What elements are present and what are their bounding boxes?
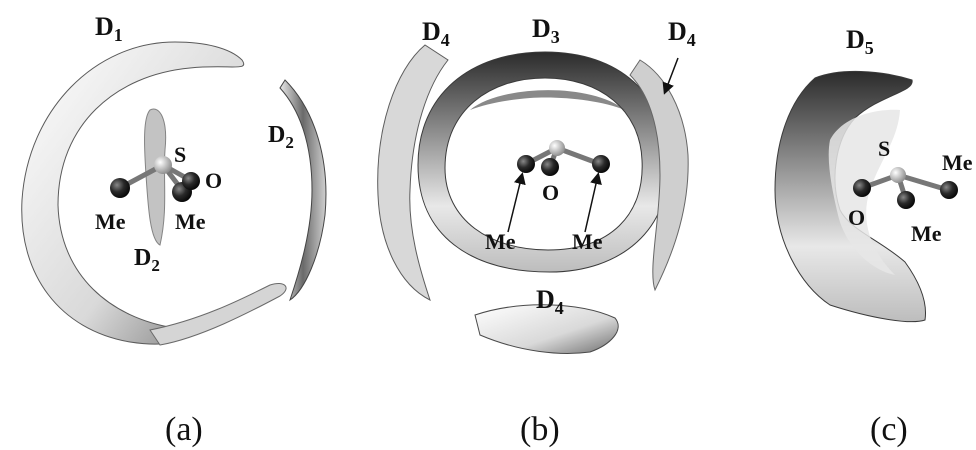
label-atom-me-c1: Me: [911, 221, 942, 246]
label-atom-me-b2: Me: [572, 229, 603, 254]
atom-s-c: [890, 167, 906, 183]
atom-o-c: [853, 179, 871, 197]
domain-d4-left-arc: [377, 44, 449, 301]
domain-d2-inner-fragment: [144, 108, 167, 246]
label-atom-s-a: S: [174, 142, 186, 167]
label-atom-me-b1: Me: [485, 229, 516, 254]
arrow-d4-right: [662, 57, 679, 95]
label-atom-me-a2: Me: [175, 209, 206, 234]
caption-a: (a): [165, 411, 203, 448]
molecule-dmso-a: [110, 156, 200, 202]
atom-me-c1: [897, 191, 915, 209]
label-d5: D5: [846, 25, 874, 58]
arrow-me-b1: [507, 172, 526, 233]
atom-s-a: [154, 156, 172, 174]
panel-b: D4 D3 D4 D4 S O Me Me (b): [377, 14, 696, 448]
atom-me-a1: [110, 178, 130, 198]
label-atom-s-c: S: [878, 136, 890, 161]
label-d3: D3: [532, 14, 560, 47]
label-atom-o-a: O: [205, 168, 222, 193]
domain-d3-inner-shading: [470, 90, 625, 110]
domain-d4-right-fragment: [629, 59, 689, 292]
panel-c: D5 S O Me Me (c): [774, 25, 973, 448]
label-d4-bottom: D4: [536, 285, 564, 318]
label-atom-me-c2: Me: [942, 150, 973, 175]
atom-s-b: [549, 140, 565, 156]
domain-d1-surface: [21, 41, 245, 345]
domain-d4-bottom-band: [474, 304, 619, 354]
atom-me-b2: [592, 155, 610, 173]
domain-d2-arc: [279, 79, 327, 302]
label-d4-right: D4: [668, 17, 696, 50]
molecule-dmso-c: [853, 167, 958, 209]
caption-b: (b): [520, 411, 560, 448]
domain-d5-surface: [774, 70, 927, 323]
domain-d1-lower-band: [149, 282, 287, 346]
label-atom-me-a1: Me: [95, 209, 126, 234]
label-d4-left: D4: [422, 17, 450, 50]
arrow-me-b2: [584, 172, 602, 233]
panel-a: D1 D2 D2 S O Me Me (a): [21, 12, 327, 448]
label-atom-o-c: O: [848, 205, 865, 230]
atom-me-b1: [517, 155, 535, 173]
atom-me-c2: [940, 181, 958, 199]
molecule-dmso-b: [517, 140, 610, 176]
label-d1: D1: [95, 12, 123, 45]
label-atom-s-b: S: [550, 104, 563, 130]
atom-o-b: [541, 158, 559, 176]
label-d2-inner: D2: [134, 245, 160, 275]
label-d2: D2: [268, 122, 294, 152]
label-atom-o-b: O: [542, 180, 559, 205]
caption-c: (c): [870, 411, 908, 448]
atom-o-a: [182, 172, 200, 190]
